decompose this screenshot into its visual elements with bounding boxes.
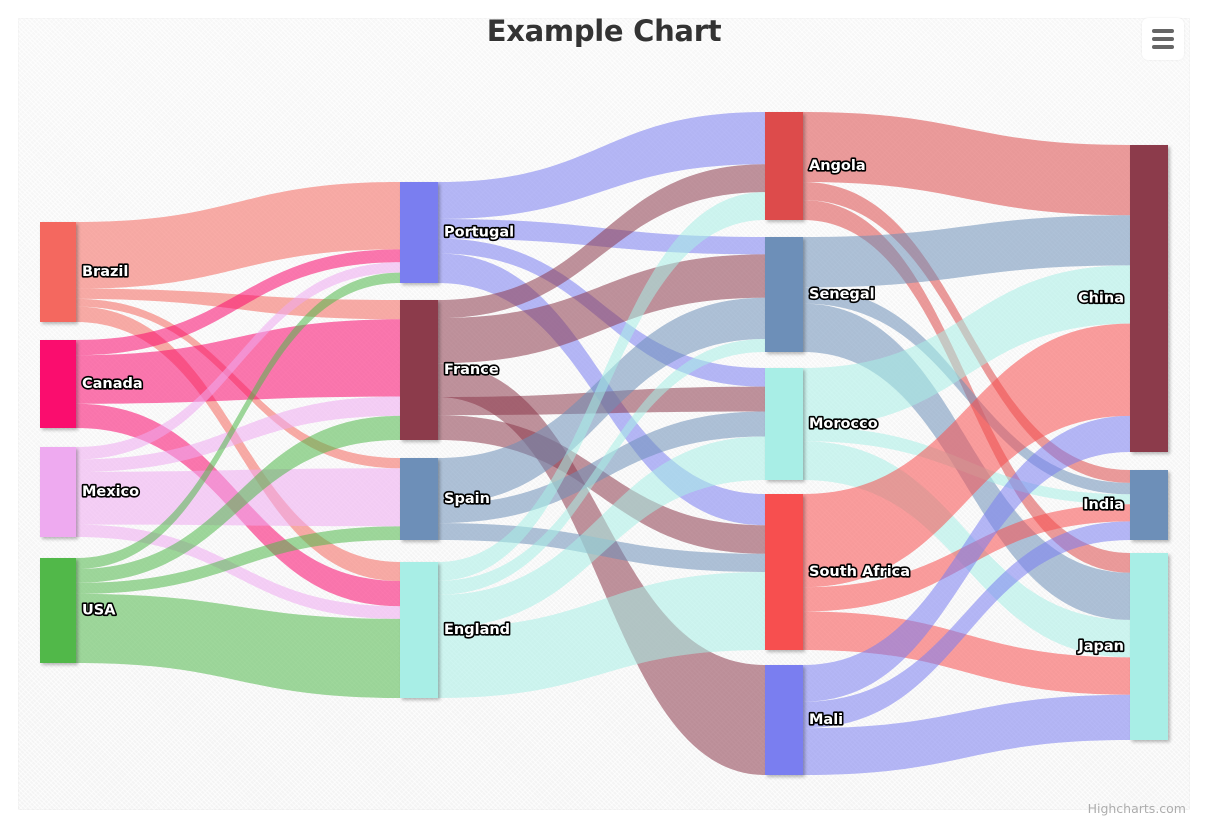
hamburger-menu-icon[interactable] <box>1142 18 1184 60</box>
node-rect[interactable] <box>40 340 76 428</box>
menu-bar-1 <box>1152 28 1174 33</box>
sankey-link[interactable] <box>76 524 400 619</box>
sankey-link[interactable] <box>76 526 400 594</box>
sankey-link[interactable] <box>803 265 1130 428</box>
sankey-node-canada[interactable]: Canada <box>40 340 144 428</box>
node-rect[interactable] <box>400 562 438 698</box>
node-rect[interactable] <box>400 458 438 540</box>
node-label: Mexico <box>82 484 139 500</box>
sankey-node-england[interactable]: England <box>400 562 512 698</box>
highcharts-credit-link[interactable]: Highcharts.com <box>1087 801 1186 816</box>
sankey-link[interactable] <box>438 112 765 219</box>
node-label: Mali <box>809 712 843 728</box>
node-label: India <box>1083 497 1124 513</box>
node-rect[interactable] <box>1130 553 1168 740</box>
sankey-node-brazil[interactable]: Brazil <box>40 222 130 322</box>
sankey-link[interactable] <box>76 593 400 698</box>
sankey-node-india[interactable]: India <box>1082 470 1168 540</box>
sankey-link[interactable] <box>76 272 400 570</box>
node-label: Angola <box>809 158 866 174</box>
sankey-link[interactable] <box>803 415 1130 702</box>
node-label: Japan <box>1077 639 1124 655</box>
node-rect[interactable] <box>765 368 803 480</box>
sankey-link[interactable] <box>803 323 1130 588</box>
sankey-link[interactable] <box>76 182 400 289</box>
node-label: Spain <box>444 491 490 507</box>
node-rect[interactable] <box>40 222 76 322</box>
sankey-link[interactable] <box>438 436 765 628</box>
node-rect[interactable] <box>765 237 803 352</box>
node-rect[interactable] <box>40 558 76 663</box>
sankey-node-china[interactable]: China <box>1076 145 1168 452</box>
node-label: Canada <box>82 376 143 392</box>
node-label: USA <box>82 603 116 619</box>
node-label: France <box>444 362 499 378</box>
sankey-node-south-africa[interactable]: South Africa <box>765 494 912 650</box>
node-rect[interactable] <box>40 447 76 537</box>
sankey-link[interactable] <box>438 297 765 504</box>
sankey-link[interactable] <box>438 572 765 698</box>
sankey-link[interactable] <box>76 415 400 583</box>
sankey-node-mexico[interactable]: Mexico <box>40 447 141 537</box>
sankey-link[interactable] <box>438 192 765 581</box>
node-label: England <box>444 622 510 638</box>
sankey-link[interactable] <box>803 112 1130 216</box>
sankey-node-france[interactable]: France <box>400 300 500 440</box>
node-label: South Africa <box>809 564 910 580</box>
node-rect[interactable] <box>400 300 438 440</box>
sankey-node-mali[interactable]: Mali <box>765 665 845 775</box>
sankey-node-portugal[interactable]: Portugal <box>400 182 516 283</box>
sankey-link-layer <box>76 112 1130 775</box>
node-label: Morocco <box>809 416 878 432</box>
node-label: Brazil <box>82 264 128 280</box>
sankey-node-senegal[interactable]: Senegal <box>765 237 876 352</box>
node-rect[interactable] <box>400 182 438 283</box>
node-rect[interactable] <box>1130 470 1168 540</box>
node-rect[interactable] <box>765 665 803 775</box>
sankey-link[interactable] <box>803 521 1130 729</box>
sankey-link[interactable] <box>76 396 400 472</box>
sankey-node-usa[interactable]: USA <box>40 558 118 663</box>
page-title: Example Chart <box>486 14 722 48</box>
node-rect[interactable] <box>1130 145 1168 452</box>
node-rect[interactable] <box>765 112 803 220</box>
sankey-link[interactable] <box>803 694 1130 775</box>
menu-bar-3 <box>1152 45 1174 50</box>
sankey-link[interactable] <box>803 287 1130 495</box>
sankey-node-japan[interactable]: Japan <box>1076 553 1168 740</box>
sankey-node-angola[interactable]: Angola <box>765 112 867 220</box>
sankey-link[interactable] <box>438 338 765 595</box>
node-label: Senegal <box>809 287 875 303</box>
sankey-link[interactable] <box>803 215 1130 288</box>
node-label: China <box>1078 291 1124 307</box>
sankey-link[interactable] <box>438 363 765 775</box>
sankey-node-spain[interactable]: Spain <box>400 458 492 540</box>
sankey-link[interactable] <box>76 249 400 356</box>
sankey-link[interactable] <box>438 254 765 364</box>
node-label: Portugal <box>444 225 514 241</box>
sankey-link[interactable] <box>438 164 765 319</box>
menu-bar-2 <box>1152 37 1174 41</box>
sankey-link[interactable] <box>76 262 400 460</box>
sankey-node-morocco[interactable]: Morocco <box>765 368 879 480</box>
node-rect[interactable] <box>765 494 803 650</box>
sankey-link[interactable] <box>803 611 1130 695</box>
